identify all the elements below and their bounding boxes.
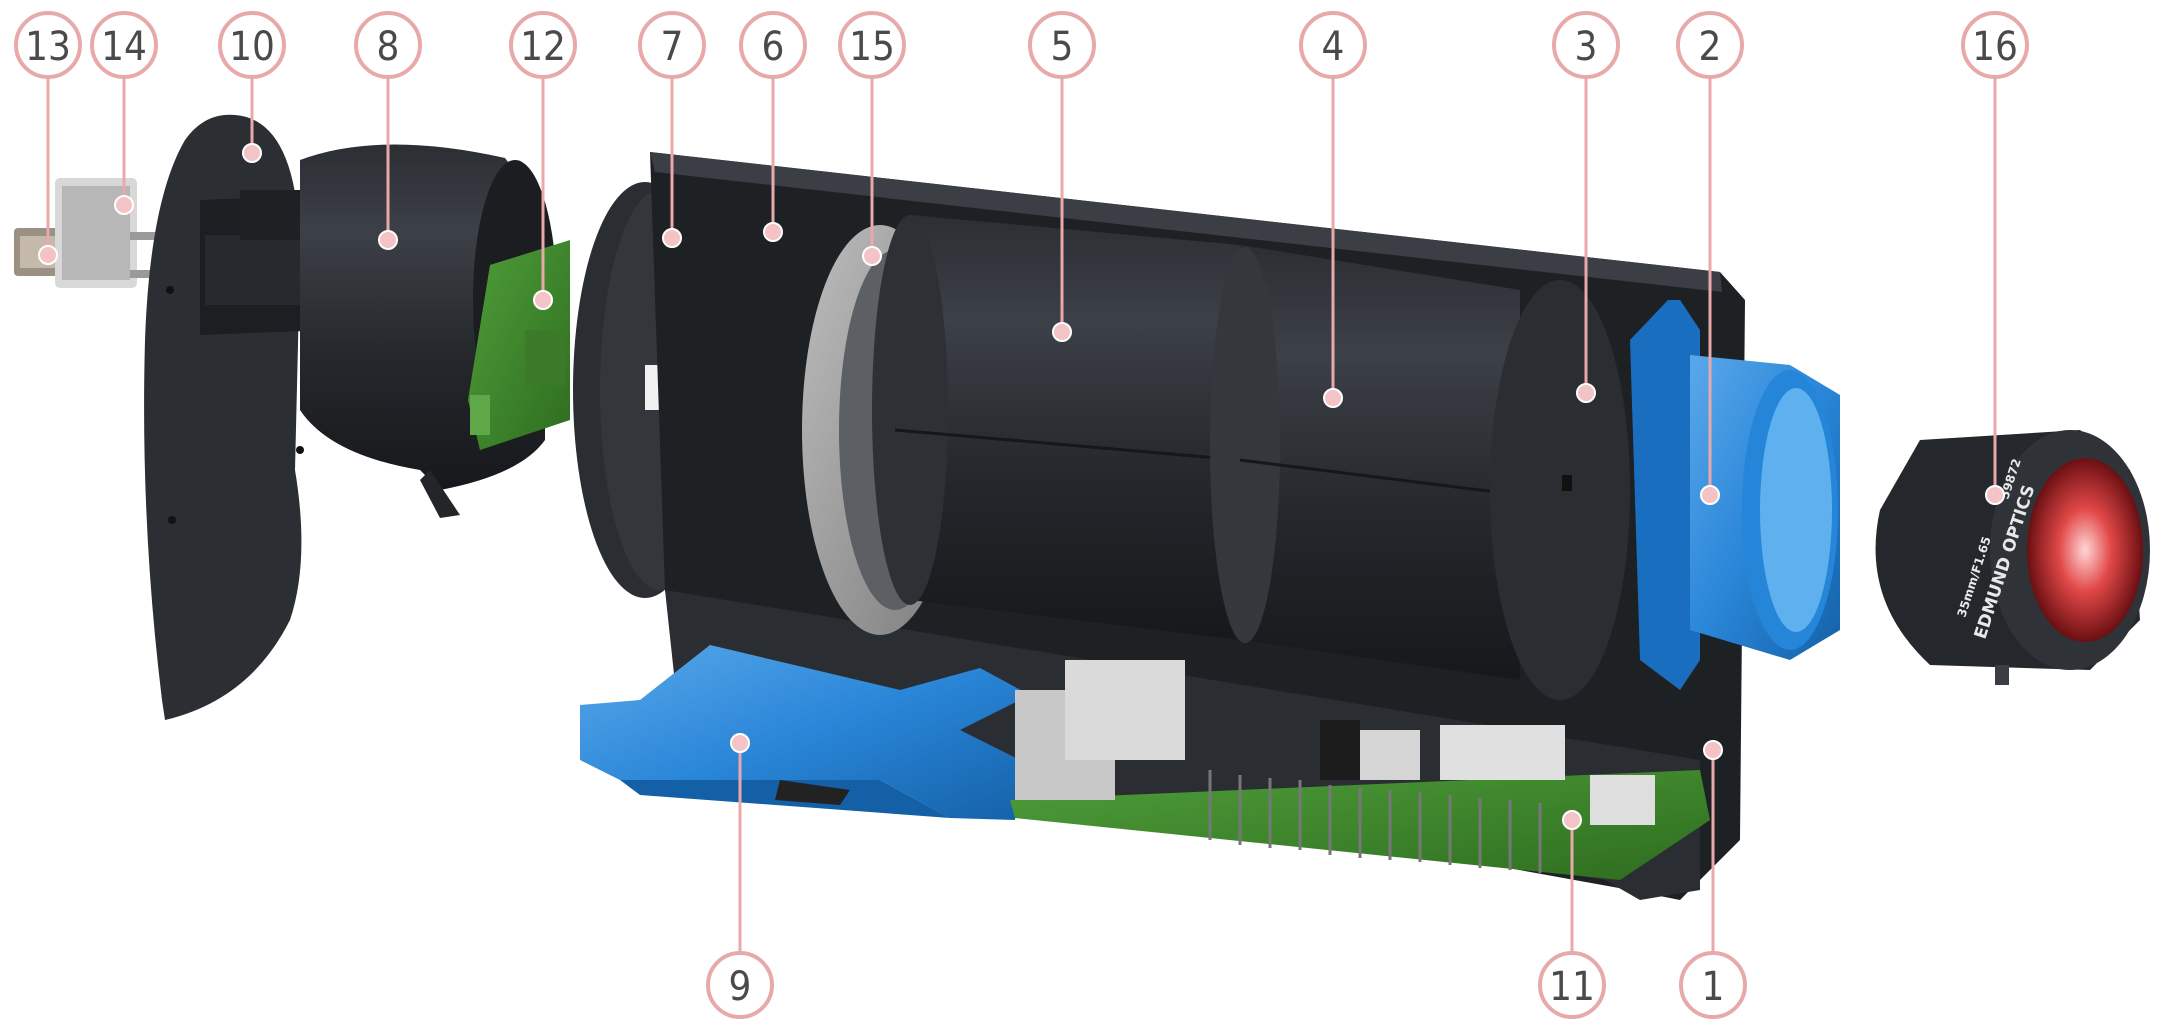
callout-number-label: 7 [661,24,684,70]
callout-number-label: 13 [25,24,71,70]
callout-badge [706,951,774,1019]
callout-badge [1676,11,1744,79]
callout-12: 12 [509,11,577,310]
callout-number-label: 11 [1549,964,1595,1010]
callout-target-dot [533,290,553,310]
callout-8: 8 [354,11,422,250]
callout-4: 4 [1299,11,1367,408]
callout-target-dot [730,733,750,753]
callout-number-label: 14 [101,24,147,70]
callout-badge [14,11,82,79]
part-11-main-board [1010,660,1710,880]
callout-target-dot [38,245,58,265]
callout-number-label: 15 [849,24,895,70]
callout-badge [1961,11,2029,79]
callout-number-label: 3 [1575,24,1598,70]
callout-15: 15 [838,11,906,266]
callout-7: 7 [638,11,706,248]
callout-badge [1028,11,1096,79]
callout-number-label: 8 [377,24,400,70]
callout-5: 5 [1028,11,1096,342]
callout-badge [1552,11,1620,79]
callout-badge [90,11,158,79]
callout-target-dot [114,195,134,215]
part-3-end-cap [1490,280,1630,700]
callout-number-label: 10 [229,24,275,70]
callout-target-dot [1985,485,2005,505]
callout-target-dot [763,222,783,242]
callout-1: 1 [1679,740,1747,1019]
callout-target-dot [1052,322,1072,342]
callout-target-dot [1703,740,1723,760]
part-2-lens-mount [1630,300,1840,690]
callout-badge [354,11,422,79]
part-4-inner-tube [1210,245,1521,680]
callout-6: 6 [739,11,807,242]
callout-badge [509,11,577,79]
callout-number-label: 12 [520,24,566,70]
callout-target-dot [1562,810,1582,830]
callout-number-label: 16 [1972,24,2018,70]
callout-target-dot [862,246,882,266]
callout-target-dot [378,230,398,250]
gpio-header [1208,770,1542,873]
part-9-mount-bracket [580,645,1030,820]
part-16-lens: EDMUND OPTICS 35mm/F1.65 59872 [1875,430,2150,685]
callout-10: 10 [218,11,286,163]
callout-badge [638,11,706,79]
callout-badge [838,11,906,79]
callout-number-label: 4 [1322,24,1345,70]
callout-target-dot [242,143,262,163]
callout-13: 13 [14,11,82,265]
callout-badge [218,11,286,79]
callout-badge [739,11,807,79]
callout-number-label: 6 [762,24,785,70]
callout-badge [1679,951,1747,1019]
callout-14: 14 [90,11,158,215]
callout-number-label: 5 [1051,24,1074,70]
callout-16: 16 [1961,11,2029,505]
part-5-inner-tube [872,215,1241,640]
callout-target-dot [1576,383,1596,403]
callout-2: 2 [1676,11,1744,505]
callout-badge [1299,11,1367,79]
callout-3: 3 [1552,11,1620,403]
callout-target-dot [1323,388,1343,408]
callout-9: 9 [706,733,774,1019]
callout-badge [1538,951,1606,1019]
callout-11: 11 [1538,810,1606,1019]
callout-target-dot [662,228,682,248]
callout-number-label: 2 [1699,24,1722,70]
callout-number-label: 1 [1702,964,1725,1010]
callout-number-label: 9 [729,964,752,1010]
callout-target-dot [1700,485,1720,505]
